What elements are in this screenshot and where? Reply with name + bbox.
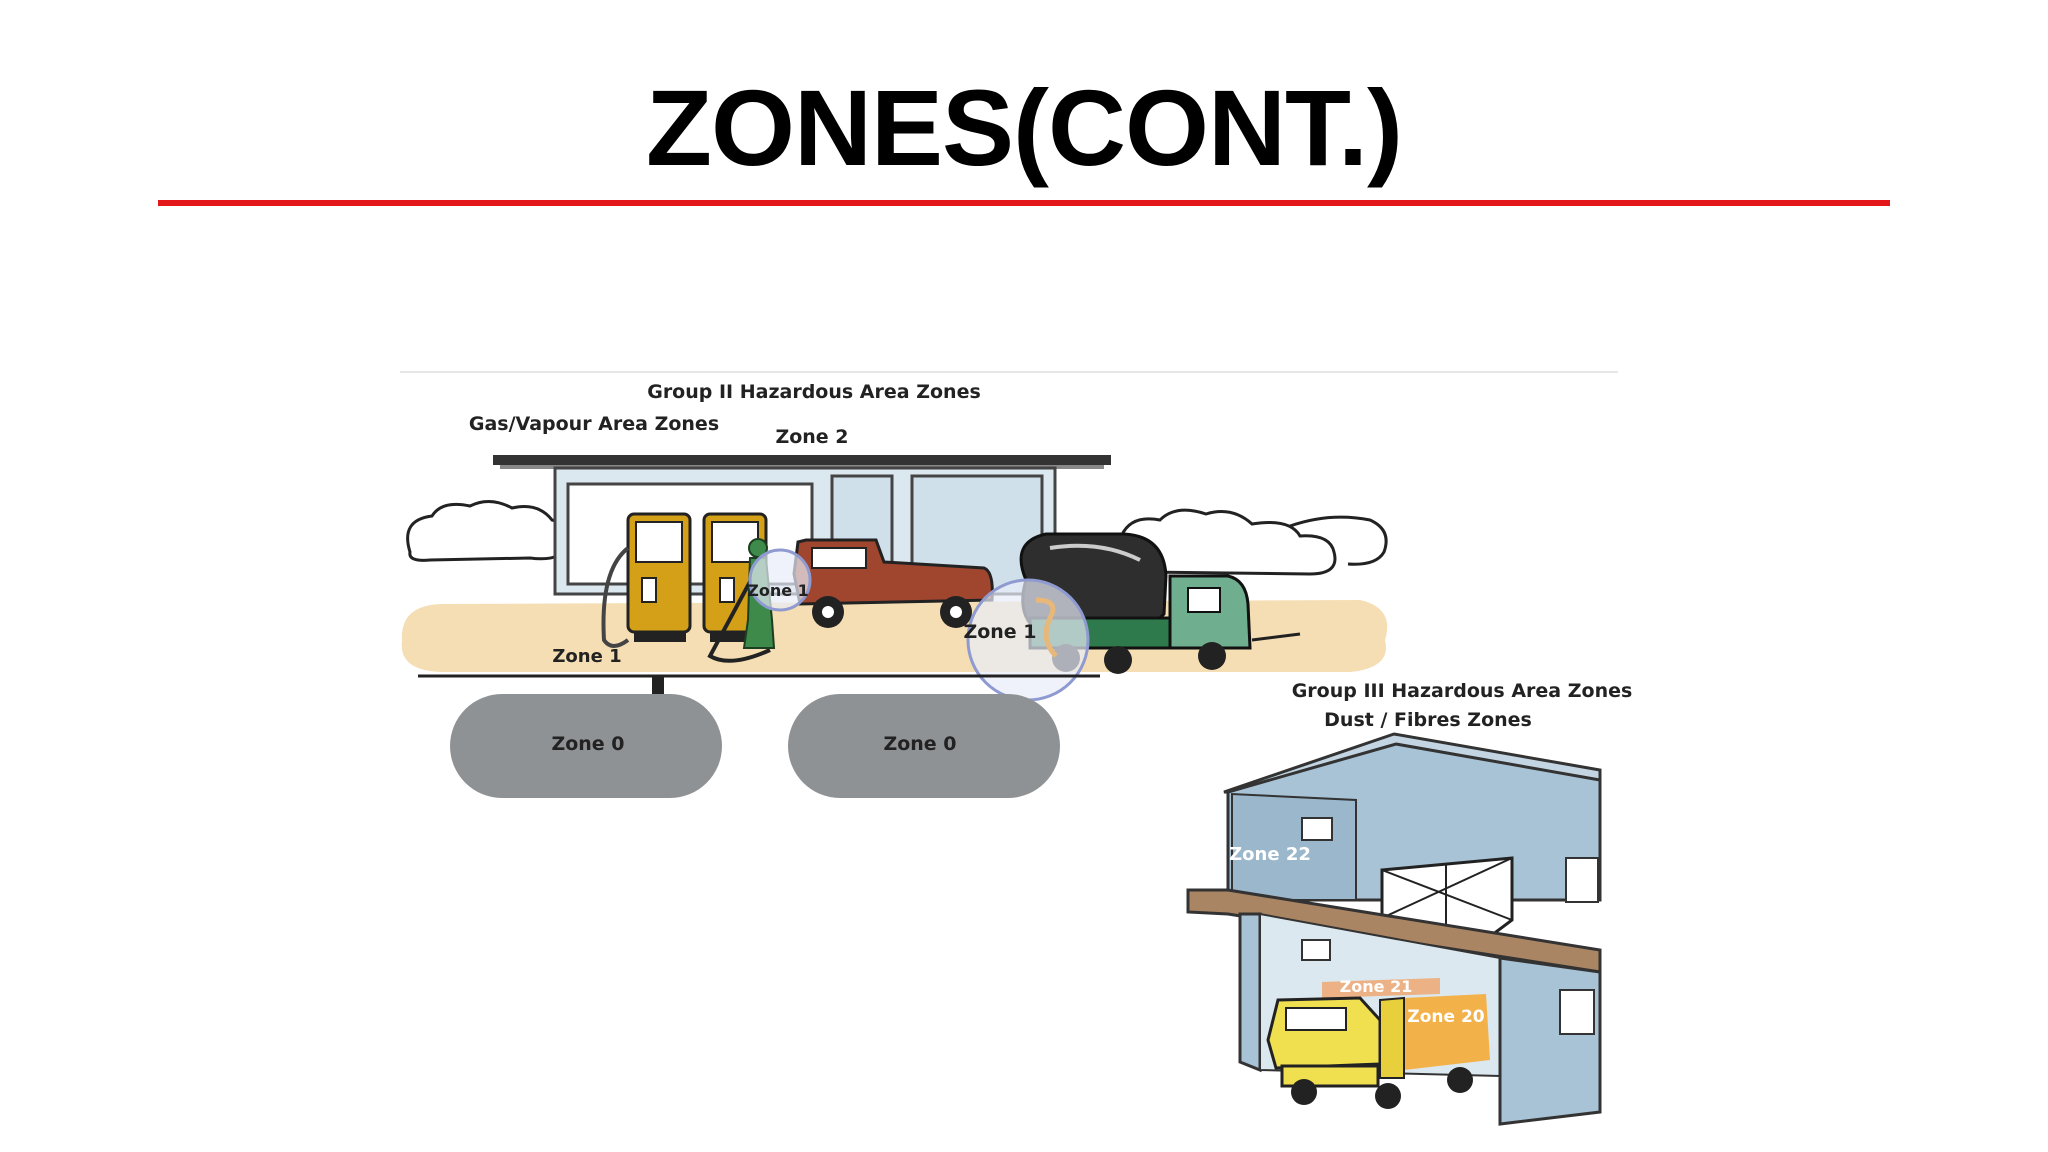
zone21-label: Zone 21 xyxy=(1340,977,1413,996)
tanker-fill-hose xyxy=(1035,597,1058,658)
zone0-left-label: Zone 0 xyxy=(551,733,624,755)
left-pillar xyxy=(1238,912,1262,1073)
zone0-right-label: Zone 0 xyxy=(883,733,956,755)
right-wall xyxy=(1498,956,1602,1126)
underground-tank-right xyxy=(788,694,1060,798)
dump-truck xyxy=(1266,996,1473,1109)
group2-subheading: Gas/Vapour Area Zones xyxy=(469,413,719,435)
zone1-tanker-label: Zone 1 xyxy=(963,621,1036,643)
zone1-nozzle-label: Zone 1 xyxy=(747,581,809,600)
underground-tank-left xyxy=(450,694,722,798)
zone1-nozzle-circle xyxy=(748,548,812,612)
fuel-pump-left xyxy=(626,512,692,642)
dust-facility-scene xyxy=(1186,732,1602,1126)
gas-station-scene xyxy=(401,455,1388,798)
pickup-truck xyxy=(792,538,994,628)
cloud-right xyxy=(1116,508,1337,576)
fuel-hose-left xyxy=(601,546,630,648)
zone21-area xyxy=(1322,978,1440,998)
zone2-label: Zone 2 xyxy=(775,426,848,448)
zone20-area xyxy=(1404,994,1490,1070)
zone1-pump-label: Zone 1 xyxy=(552,646,621,667)
upper-window-2 xyxy=(1565,857,1599,903)
station-canopy xyxy=(493,455,1111,465)
lower-window-2 xyxy=(1559,989,1595,1035)
slide-title: ZONES(CONT.) xyxy=(646,67,1403,188)
cloud-left xyxy=(406,500,571,562)
group2-heading: Group II Hazardous Area Zones xyxy=(647,381,981,403)
zone20-label: Zone 20 xyxy=(1407,1007,1484,1027)
title-rule xyxy=(158,200,1890,206)
group3-subheading: Dust / Fibres Zones xyxy=(1324,709,1532,731)
group3-heading: Group III Hazardous Area Zones xyxy=(1292,680,1633,702)
lower-window-1 xyxy=(1301,939,1331,961)
upper-window-1 xyxy=(1301,817,1333,841)
zone22-label: Zone 22 xyxy=(1229,844,1311,865)
tank-fill-pipe xyxy=(652,676,664,694)
cloud-right-tail xyxy=(1289,515,1388,566)
